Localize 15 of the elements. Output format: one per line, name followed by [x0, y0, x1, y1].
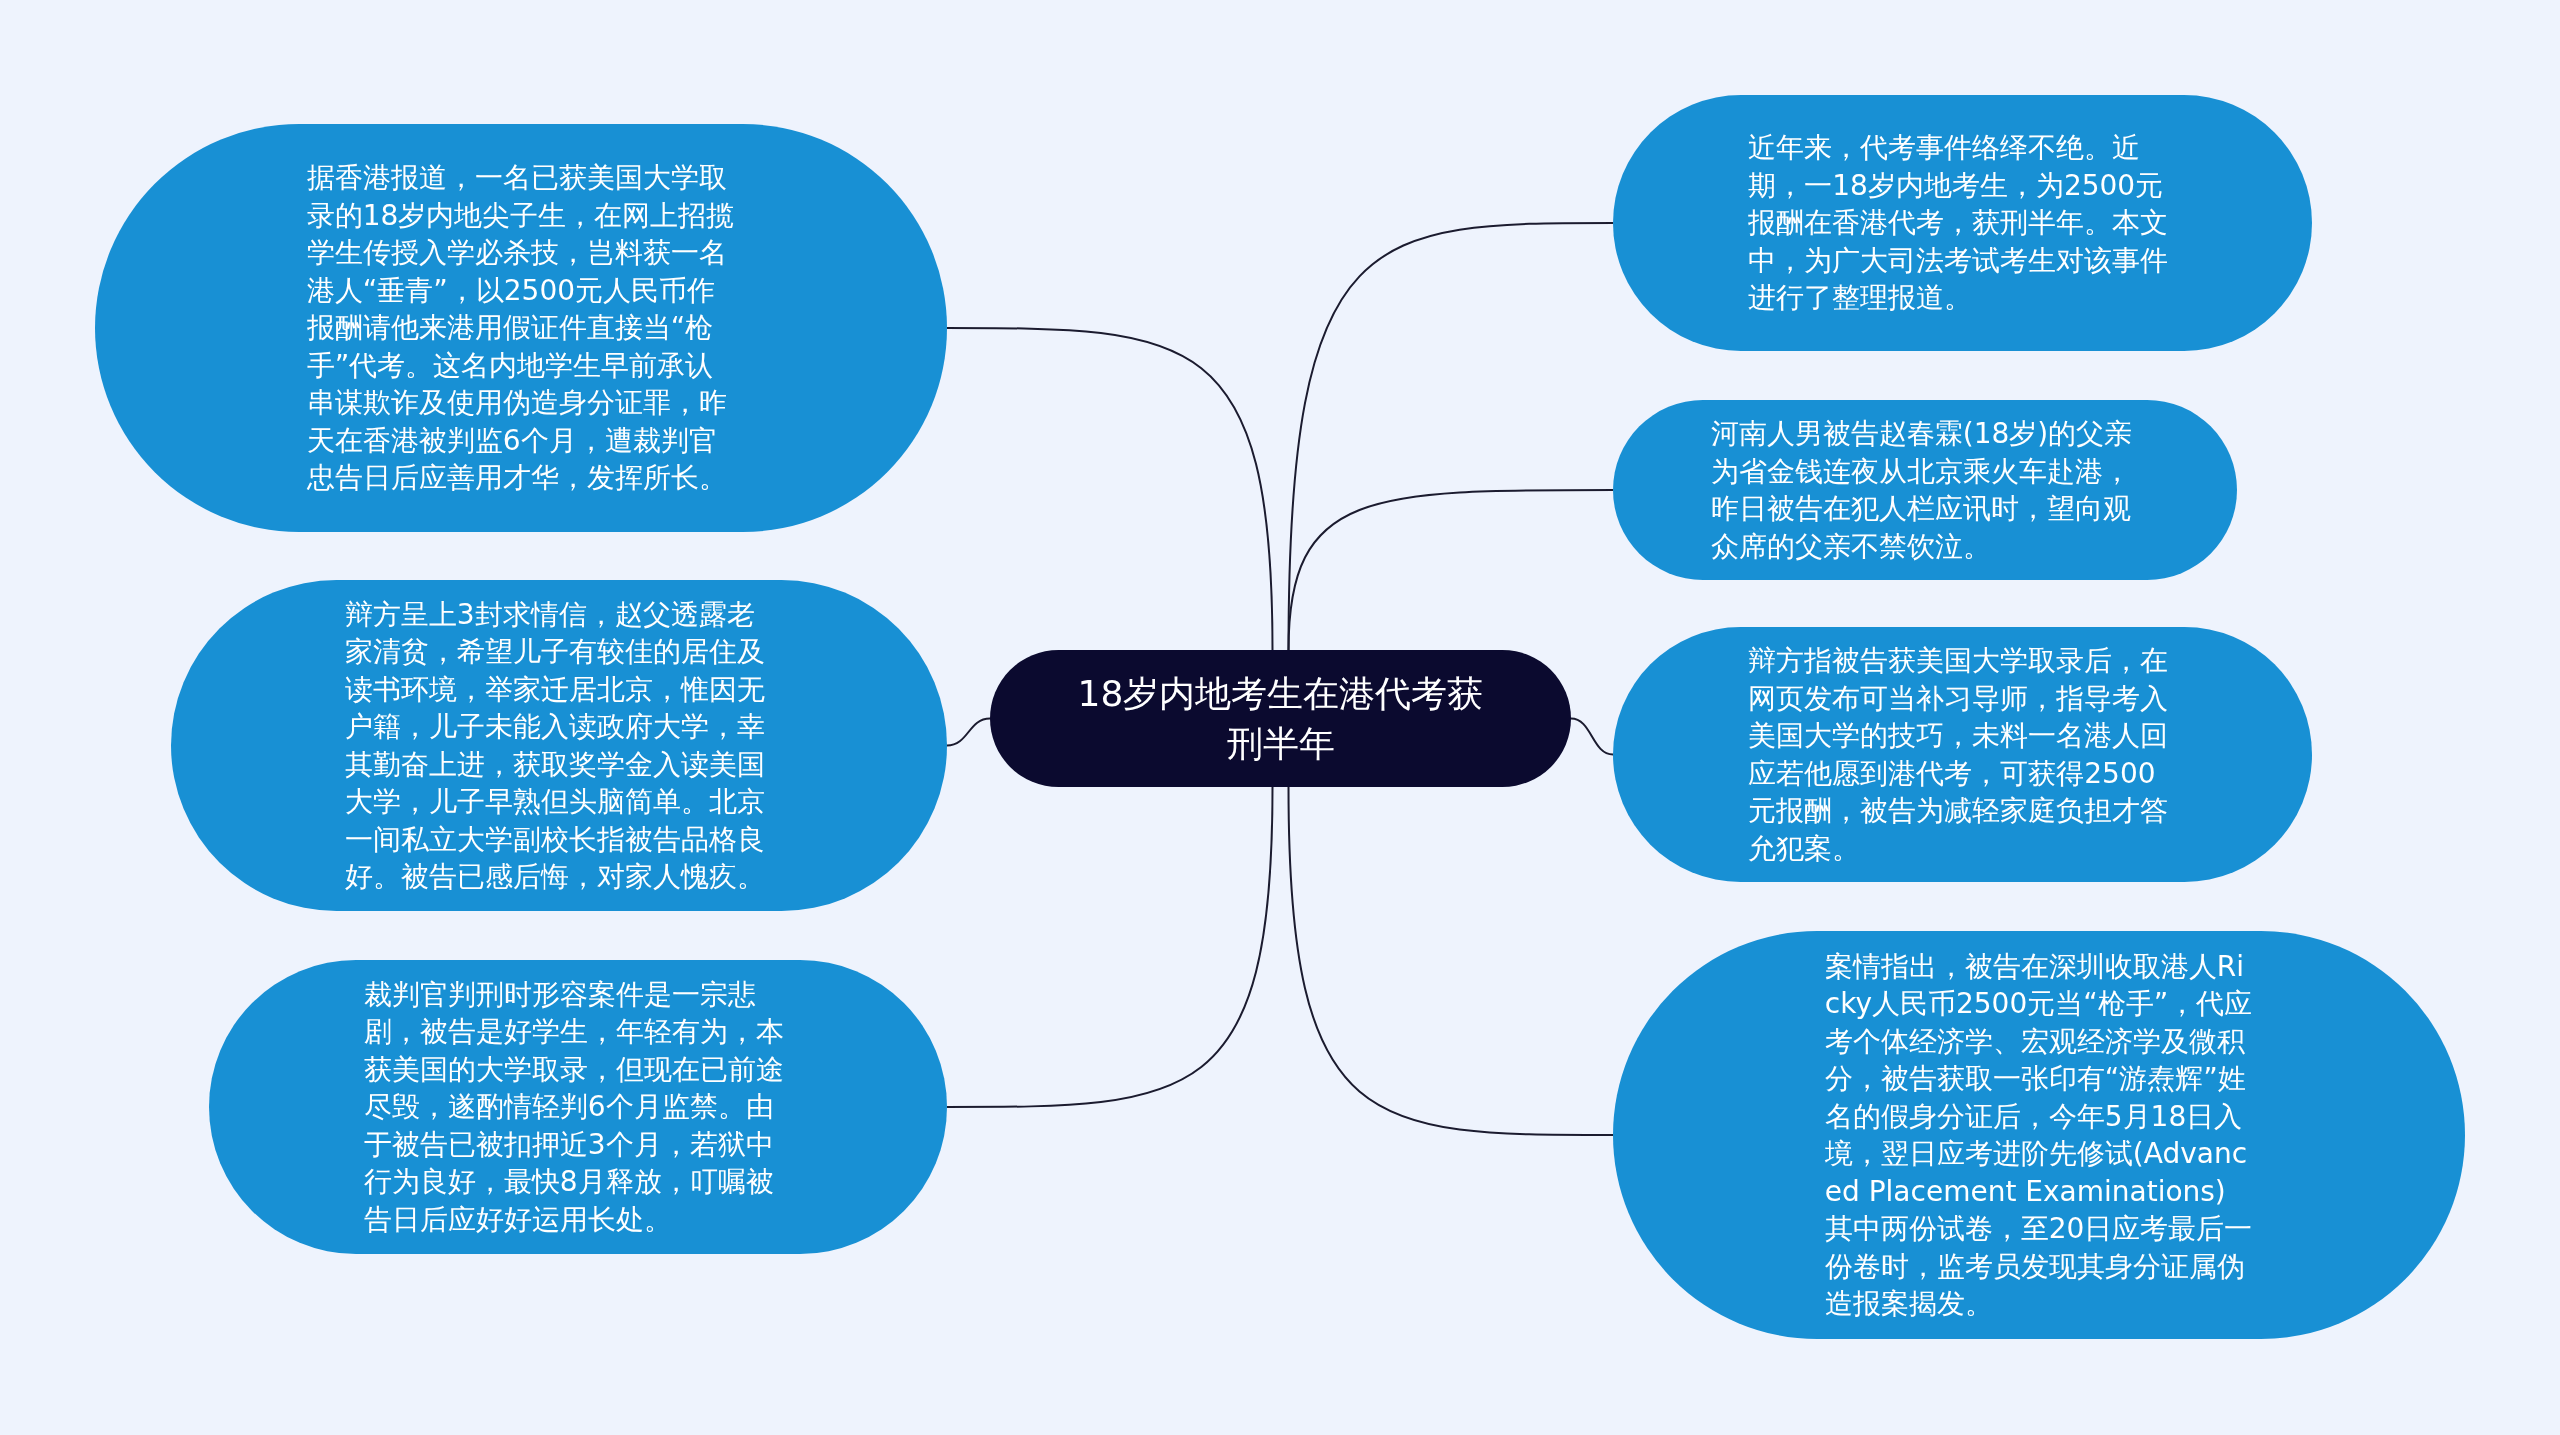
connector-line: [1287, 222, 1614, 651]
topic-text: 案情指出，被告在深圳收取港人Ricky人民币2500元当“枪手”，代应考个体经济学、宏观经济学及微积分，被告获取一张印有“游焘辉”姓名的假身分证后，今年5月18日入境，翌日应考进阶先修试(Advanced Placement Examinations)其中两份试卷，至20日应考最后一份卷时，监考员发现其身分证属伪造报案揭发。: [1824, 948, 2254, 1322]
connector-line: [1287, 489, 1614, 651]
topic-text: 辩方指被告获美国大学取录后，在网页发布可当补习导师，指导考入美国大学的技巧，未料一名港人回应若他愿到港代考，可获得2500元报酬，被告为减轻家庭负担才答允犯案。: [1748, 643, 2170, 867]
connector-line: [946, 717, 991, 747]
topic-text: 据香港报道，一名已获美国大学取录的18岁内地尖子生，在网上招揽学生传授入学必杀技，岂料获一名港人“垂青”，以2500元人民币作报酬请他来港用假证件直接当“枪手”代考。这名内地学生早前承认串谋欺诈及使用伪造身分证罪，昨天在香港被判监6个月，遭裁判官忠告日后应善用才华，发挥所长。: [306, 160, 736, 497]
topic-text: 裁判官判刑时形容案件是一宗悲剧，被告是好学生，年轻有为，本获美国的大学取录，但现在已前途尽毁，遂酌情轻判6个月监禁。由于被告已被扣押近3个月，若狱中行为良好，最快8月释放，叮嘱被告日后应好好运用长处。: [363, 976, 785, 1238]
topic-text: 辩方呈上3封求情信，赵父透露老家清贫，希望儿子有较佳的居住及读书环境，举家迁居北京，惟因无户籍，儿子未能入读政府大学，幸其勤奋上进，获取奖学金入读美国大学，儿子早熟但头脑简单。北京一间私立大学副校长指被告品格良好。被告已感后悔，对家人愧疚。: [344, 596, 766, 895]
topic-text: 近年来，代考事件络绎不绝。近期，一18岁内地考生，为2500元报酬在香港代考，获刑半年。本文中，为广大司法考试考生对该事件进行了整理报道。: [1748, 130, 2170, 317]
connector-line: [946, 327, 1274, 651]
topic-text: 18岁内地考生在港代考获刑半年: [1076, 671, 1485, 766]
connector-line: [1287, 786, 1614, 1136]
topic-text: 河南人男被告赵春霖(18岁)的父亲为省金钱连夜从北京乘火车赴港，昨日被告在犯人栏应讯时，望向观众席的父亲不禁饮泣。: [1710, 416, 2134, 565]
connector-line: [1570, 717, 1614, 756]
connector-line: [946, 786, 1274, 1108]
